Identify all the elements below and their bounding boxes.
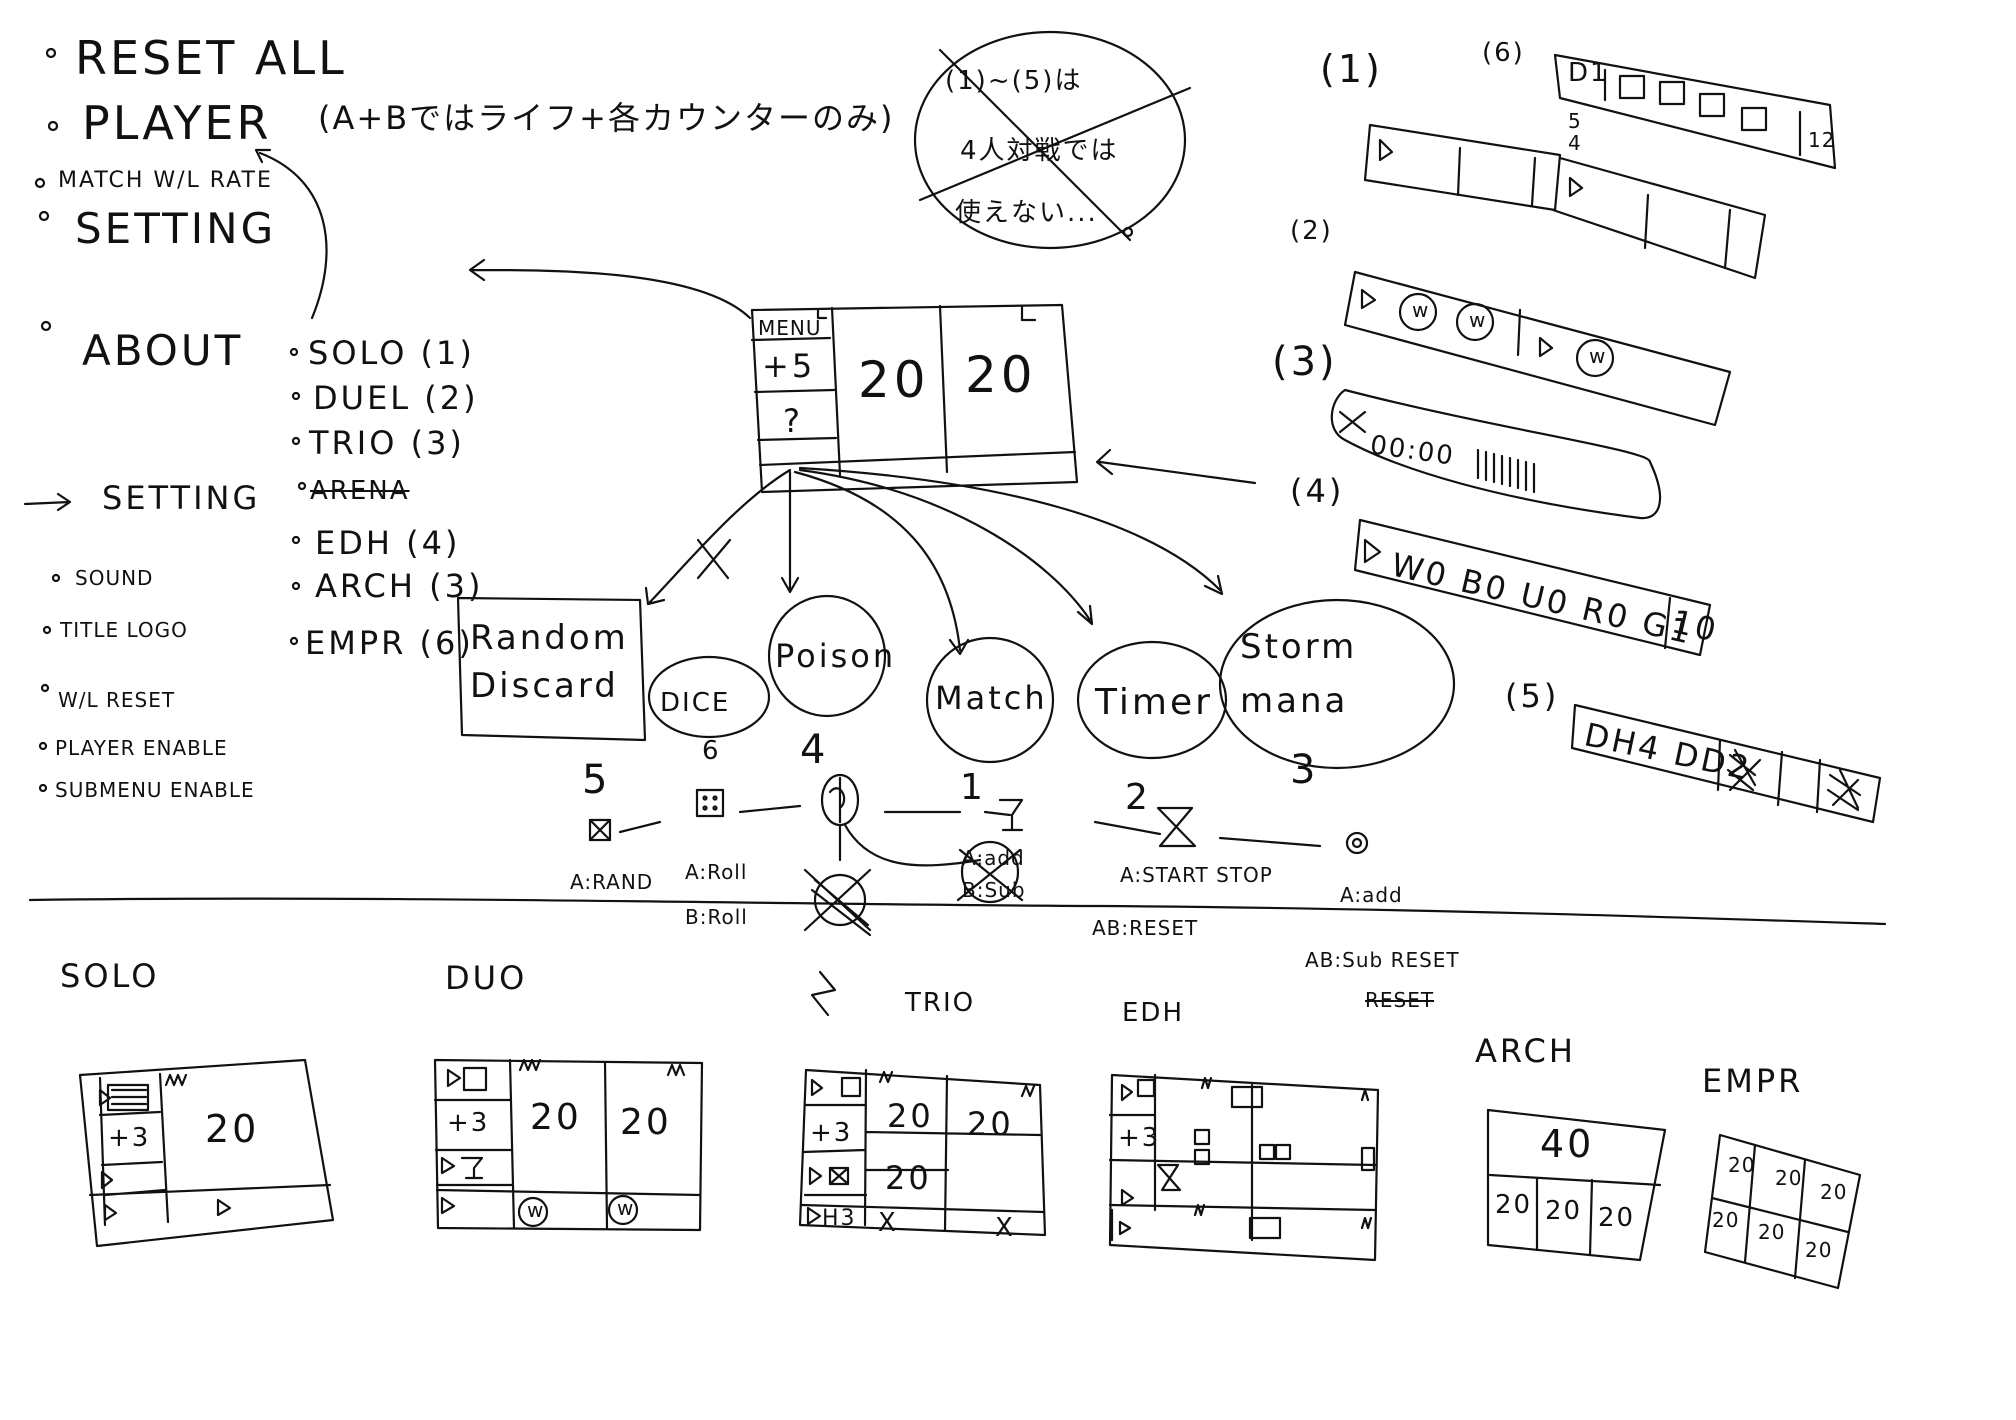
w-mana-1: w [1412,298,1430,322]
panel-5-label: (5) [1505,677,1560,715]
trio-h3: H3 [822,1206,857,1231]
layout-solo-title: SOLO [60,957,160,995]
panel-1-label: (1) [1320,47,1383,91]
dice-arrow-num: 5 4 [1568,109,1582,155]
setting-sound: SOUND [75,566,154,590]
duo-life-1: 20 [530,1097,582,1138]
duo-life-2: 20 [620,1102,672,1143]
panel-3-label: (3) [1272,339,1338,385]
layout-arch-title: ARCH [1475,1032,1576,1070]
duo-w-2: w [617,1196,635,1220]
layout-duo-title: DUO [445,959,528,997]
mode-edh: EDH (4) [315,524,461,562]
storm-label-c: RESET [1365,988,1435,1012]
arch-small-1: 20 [1495,1190,1533,1220]
mode-empr: EMPR (6) [305,624,474,662]
timer-label-a: A:START STOP [1120,863,1273,887]
match-wl-rate-item: MATCH W/L RATE [58,168,273,193]
dice-label-a: A:Roll [685,860,748,884]
empr-cell-1: 20 [1728,1153,1756,1177]
mode-solo: SOLO (1) [308,334,475,372]
empr-cell-3: 20 [1820,1180,1848,1204]
empr-cell-5: 20 [1758,1220,1786,1244]
duo-w-1: w [527,1198,545,1222]
panel-2-label: (2) [1290,216,1333,246]
w-mana-3: w [1589,344,1607,368]
feature-num-6: 6 [702,736,721,766]
setting-title-logo: TITLE LOGO [60,618,188,642]
feature-num-4: 4 [800,727,829,773]
storm-end: 10 [1668,602,1723,650]
panel-6-label: (6) [1482,38,1525,68]
random-label: A:RAND [570,870,654,894]
layout-trio-title: TRIO [905,988,976,1018]
solo-life: 20 [205,1107,260,1151]
arch-small-2: 20 [1545,1196,1583,1226]
main-menu-label: MENU [758,316,822,340]
mode-arch: ARCH (3) [315,567,484,605]
mode-duel: DUEL (2) [313,379,479,417]
empr-cell-4: 20 [1712,1208,1740,1232]
mode-struck: ARENA [310,476,410,506]
crossed-note-line1: (1)~(5)は [945,66,1083,96]
duo-plus: +3 [447,1108,490,1138]
main-life-1: 20 [858,351,930,409]
dice-d1: D1 [1568,58,1609,88]
trio-life-3: 20 [885,1159,932,1197]
empr-cell-6: 20 [1805,1238,1833,1262]
setting-player-enable: PLAYER ENABLE [55,736,228,760]
empr-cell-2: 20 [1775,1166,1803,1190]
main-question: ? [783,402,803,440]
arch-big: 40 [1540,1122,1595,1166]
layout-empr-title: EMPR [1702,1062,1804,1100]
feature-dice: DICE [660,688,731,718]
layout-edh-title: EDH [1122,998,1184,1028]
trio-x-2: X [995,1213,1015,1243]
main-plus: +5 [762,347,816,385]
timer-label-b: AB:RESET [1092,916,1199,940]
feature-storm-mana: Storm mana [1240,627,1358,722]
solo-plus: +3 [108,1123,151,1153]
feature-random-discard: Random Discard [470,618,629,706]
crossed-note-line2: 4人対戦では [960,136,1119,166]
setting-title: SETTING [102,479,261,517]
setting-item: SETTING [75,204,277,253]
reset-note: (A+Bではライフ+各カウンターのみ) [318,99,895,137]
mode-trio: TRIO (3) [309,424,465,462]
about-item: ABOUT [82,326,244,375]
panel-4-label: (4) [1290,472,1345,510]
storm-label-a: A:add [1340,883,1403,907]
trio-x-1: X [878,1208,898,1238]
feature-timer: Timer [1095,682,1213,723]
feature-num-3: 3 [1290,747,1319,793]
match-label-b: B:Sub [962,878,1026,902]
match-label-a: A:add [962,846,1025,870]
player-item: PLAYER [82,96,272,150]
trio-plus: +3 [810,1118,853,1148]
storm-label-b: AB:Sub RESET [1305,948,1460,972]
arch-small-3: 20 [1598,1203,1636,1233]
main-life-2: 20 [965,346,1037,404]
feature-num-5: 5 [582,757,611,803]
dice-label-b: B:Roll [685,905,748,929]
crossed-note-line3: 使えない... [955,198,1098,228]
w-mana-2: w [1469,308,1487,332]
setting-wl-reset: W/L RESET [58,688,176,712]
reset-all-item: RESET ALL [75,31,347,85]
feature-poison: Poison [775,637,897,675]
setting-submenu-enable: SUBMENU ENABLE [55,778,255,802]
feature-num-2: 2 [1125,777,1151,818]
feature-num-1: 1 [960,767,986,808]
feature-match: Match [935,679,1048,717]
trio-life-1: 20 [887,1097,934,1135]
dice-end: 12 [1808,128,1836,152]
trio-life-2: 20 [967,1105,1014,1143]
edh-plus: +3 [1118,1123,1161,1153]
